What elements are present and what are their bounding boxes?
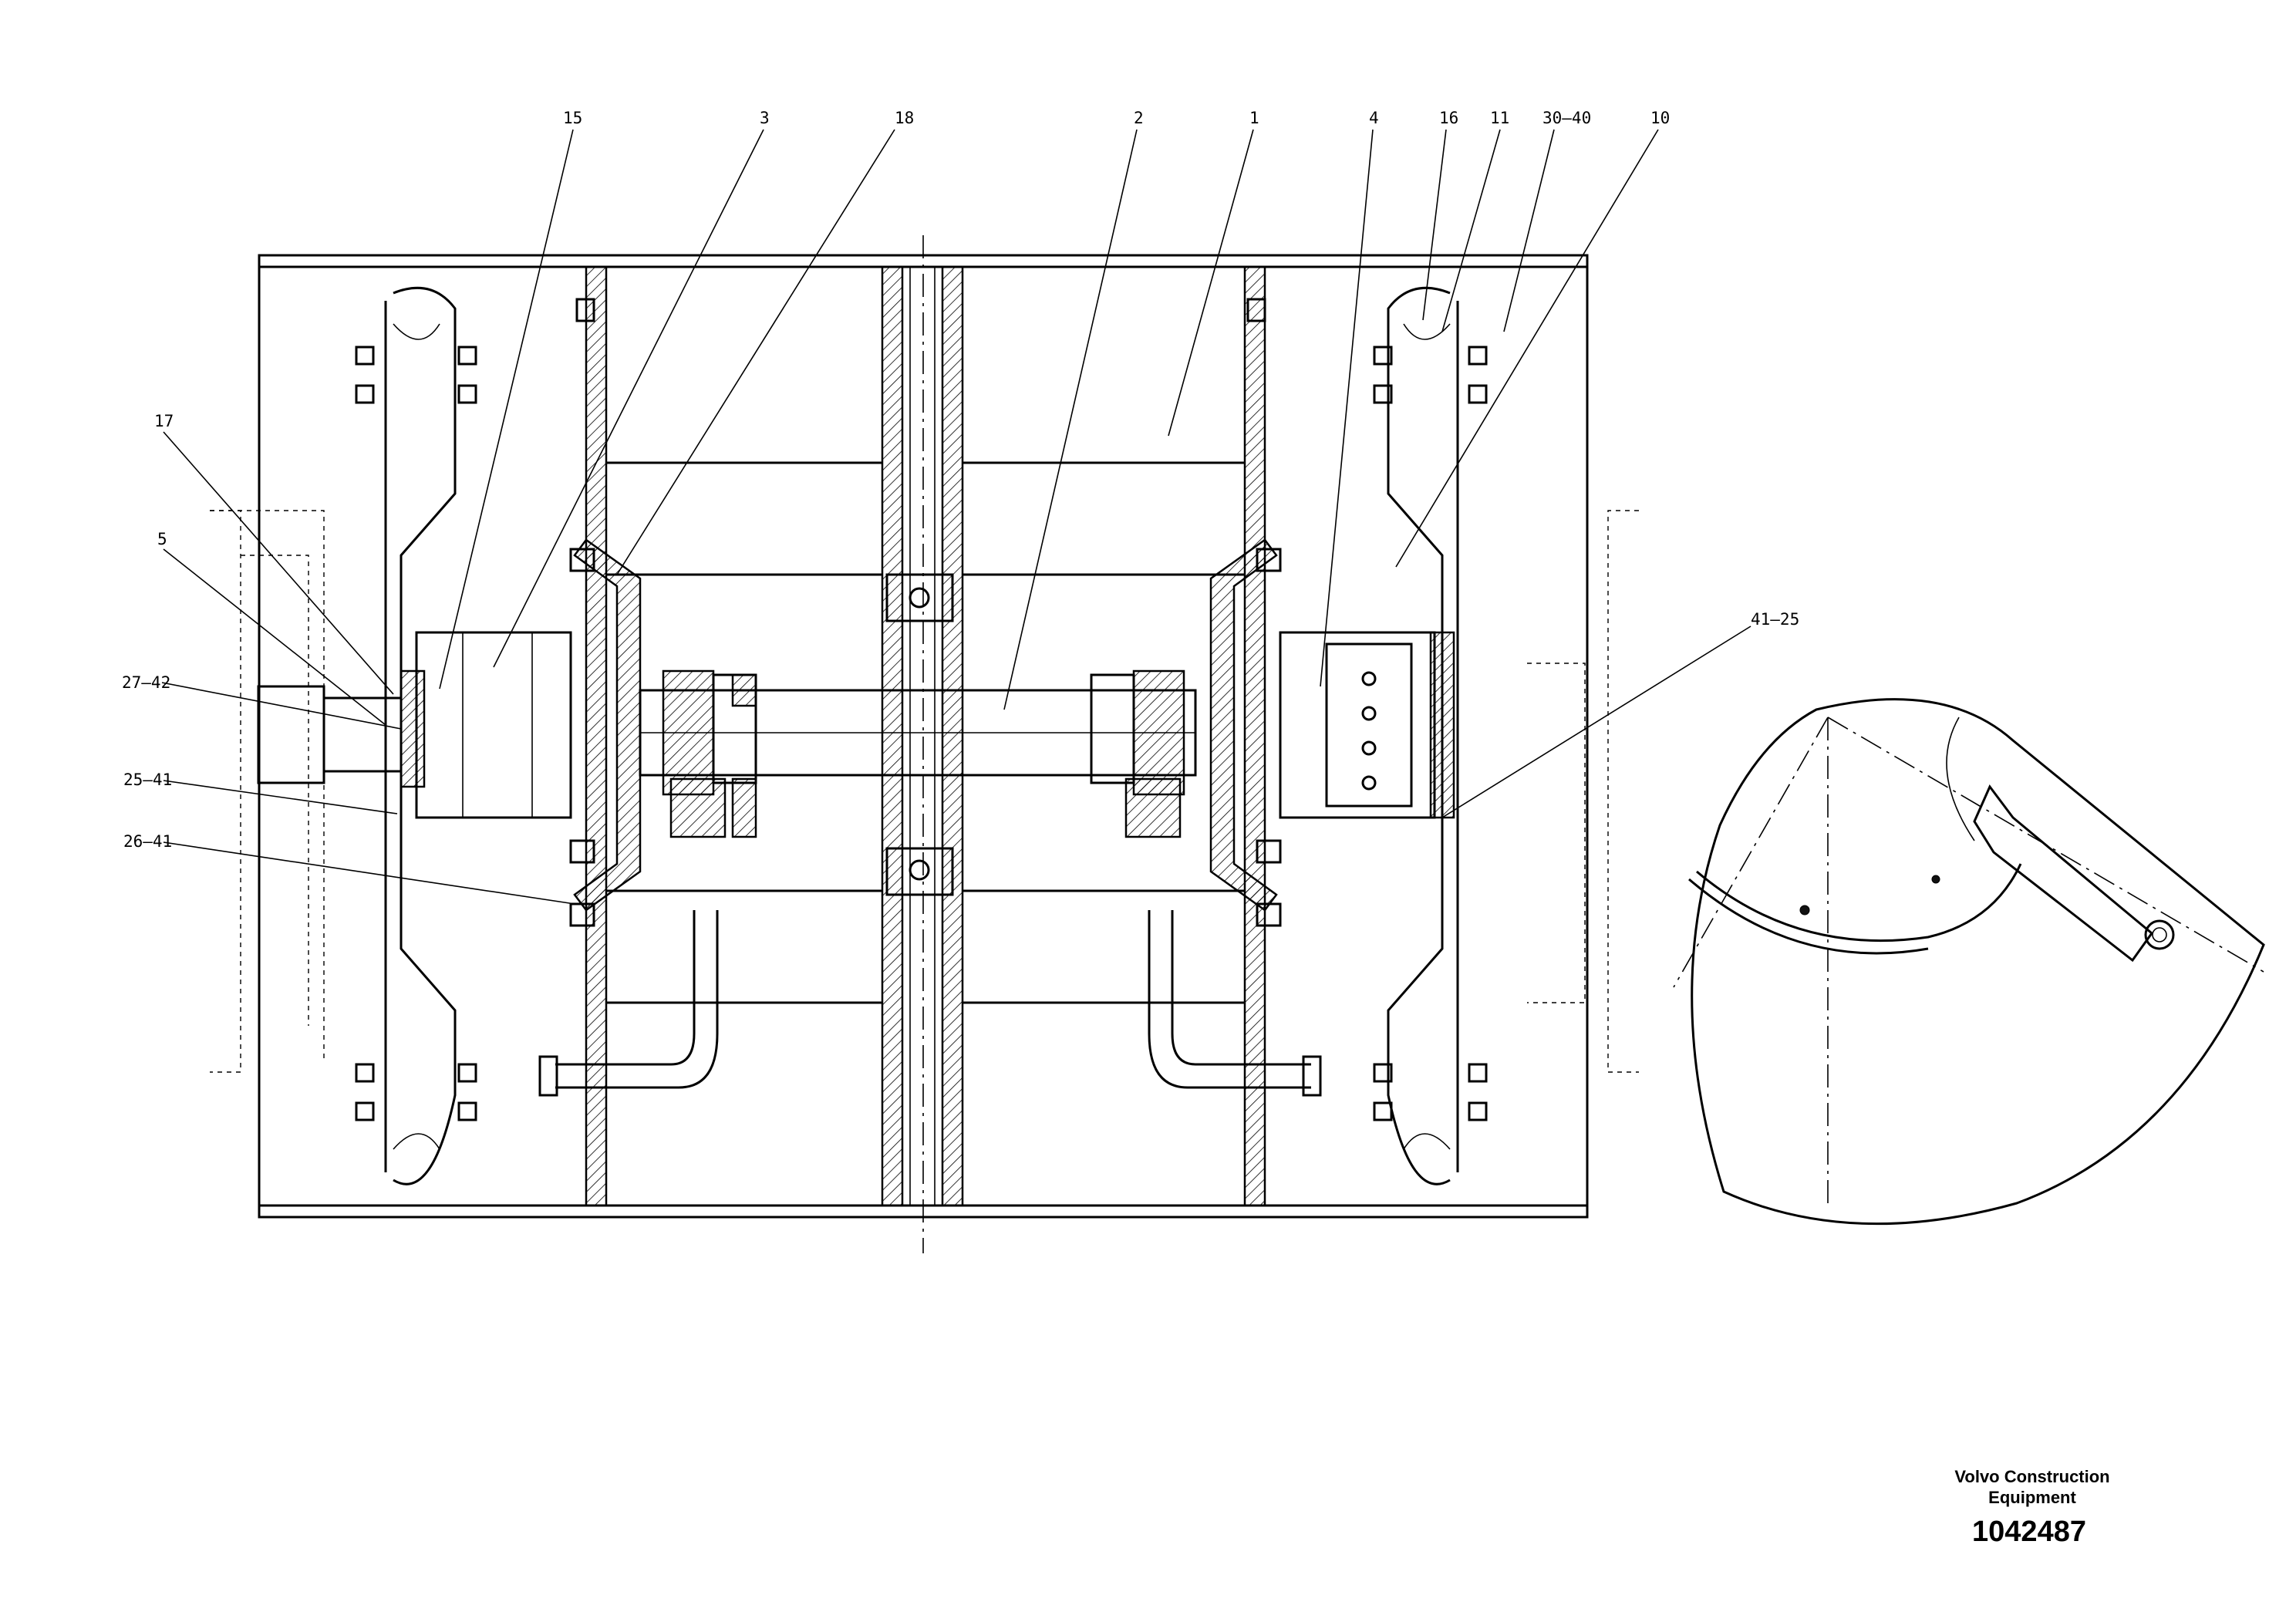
right-bolts: [1373, 346, 1488, 1121]
callout-16: 16: [1439, 109, 1458, 127]
detail-view-sector: [1673, 698, 2265, 1226]
callout-11: 11: [1490, 109, 1509, 127]
callout-27-42: 27–42: [122, 673, 170, 692]
callout-18: 18: [895, 109, 914, 127]
callout-1: 1: [1249, 109, 1259, 127]
document-number: 1042487: [1972, 1516, 2086, 1548]
left-bolts: [355, 346, 477, 1121]
leader-lines: [161, 129, 1752, 905]
callout-15: 15: [563, 109, 582, 127]
company-name-line2: Equipment: [1988, 1488, 2076, 1507]
callout-10: 10: [1650, 109, 1670, 127]
callout-25-41: 25–41: [123, 771, 172, 789]
callout-2: 2: [1134, 109, 1144, 127]
callout-17: 17: [154, 412, 174, 430]
callout-26-41: 26–41: [123, 832, 172, 851]
callout-labels: 15 3 18 2 1 4 16 11 30–40 10 17 5 27–42 …: [122, 109, 1799, 851]
callout-30-40: 30–40: [1542, 109, 1591, 127]
title-block: Volvo Construction Equipment 1042487: [1954, 1467, 2109, 1548]
company-name-line1: Volvo Construction: [1954, 1467, 2109, 1486]
callout-41-25: 41–25: [1751, 610, 1799, 629]
callout-3: 3: [760, 109, 770, 127]
callout-4: 4: [1369, 109, 1379, 127]
drum-section-view: [210, 235, 1639, 1253]
callout-5: 5: [157, 530, 167, 548]
